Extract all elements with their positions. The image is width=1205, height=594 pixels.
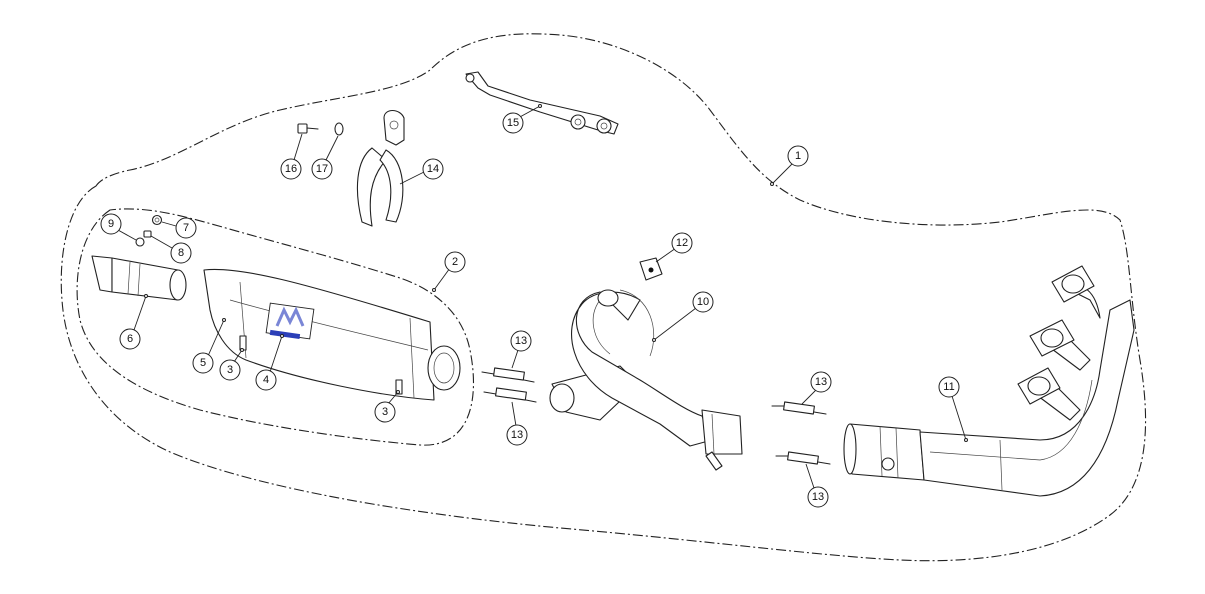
callout-11: 11 (938, 376, 968, 442)
svg-text:13: 13 (515, 335, 527, 347)
callout-12: 12 (655, 232, 693, 263)
callout-13-top-left: 13 (510, 330, 532, 369)
muffler-group-outline (76, 208, 475, 446)
callout-2: 2 (432, 251, 466, 292)
callout-13-top-right: 13 (801, 371, 832, 405)
muffler-clamp-part (356, 109, 405, 227)
svg-text:13: 13 (812, 491, 824, 503)
link-pipe-part (91, 255, 187, 301)
svg-text:3: 3 (227, 364, 233, 376)
svg-text:12: 12 (676, 237, 688, 249)
svg-text:8: 8 (178, 247, 184, 259)
header-collector-part (843, 265, 1135, 497)
callout-3-left: 3 (219, 348, 244, 381)
callout-5: 5 (192, 318, 226, 374)
bolt-washer-parts (297, 122, 344, 136)
callout-16: 16 (280, 133, 303, 180)
mid-pipe-part (549, 289, 743, 471)
callout-9: 9 (100, 213, 137, 241)
callout-3-right: 3 (374, 390, 400, 423)
svg-text:1: 1 (795, 150, 801, 162)
callout-4: 4 (255, 334, 284, 391)
svg-text:13: 13 (511, 429, 523, 441)
svg-text:4: 4 (263, 374, 269, 386)
callout-6: 6 (119, 294, 148, 350)
svg-text:9: 9 (108, 218, 114, 230)
svg-text:15: 15 (507, 117, 519, 129)
svg-text:17: 17 (316, 163, 328, 175)
svg-text:13: 13 (815, 376, 827, 388)
hanger-bracket-part (465, 71, 619, 135)
spring-right-lower (775, 451, 831, 465)
muffler-body-part (203, 268, 461, 401)
callout-15: 15 (502, 104, 542, 134)
callout-1: 1 (770, 145, 809, 186)
callout-13-bottom-left: 13 (506, 401, 528, 446)
small-hardware-parts (135, 214, 163, 247)
callout-17: 17 (311, 135, 339, 180)
svg-text:14: 14 (427, 163, 439, 175)
callout-10: 10 (652, 291, 714, 342)
callout-13-bottom-right: 13 (805, 463, 829, 508)
callout-14: 14 (399, 158, 444, 185)
spring-left-upper (481, 367, 535, 383)
clip-part (639, 257, 663, 281)
svg-text:7: 7 (183, 222, 189, 234)
svg-text:11: 11 (943, 381, 954, 393)
svg-text:3: 3 (382, 406, 388, 418)
svg-text:6: 6 (127, 333, 133, 345)
spring-parts (481, 367, 831, 465)
spring-left-lower (483, 387, 537, 403)
callout-8: 8 (150, 235, 192, 264)
svg-text:10: 10 (697, 296, 709, 308)
svg-text:5: 5 (200, 357, 206, 369)
svg-text:16: 16 (285, 163, 297, 175)
spring-right-upper (771, 401, 827, 415)
svg-text:2: 2 (452, 256, 458, 268)
callout-7: 7 (161, 217, 197, 239)
